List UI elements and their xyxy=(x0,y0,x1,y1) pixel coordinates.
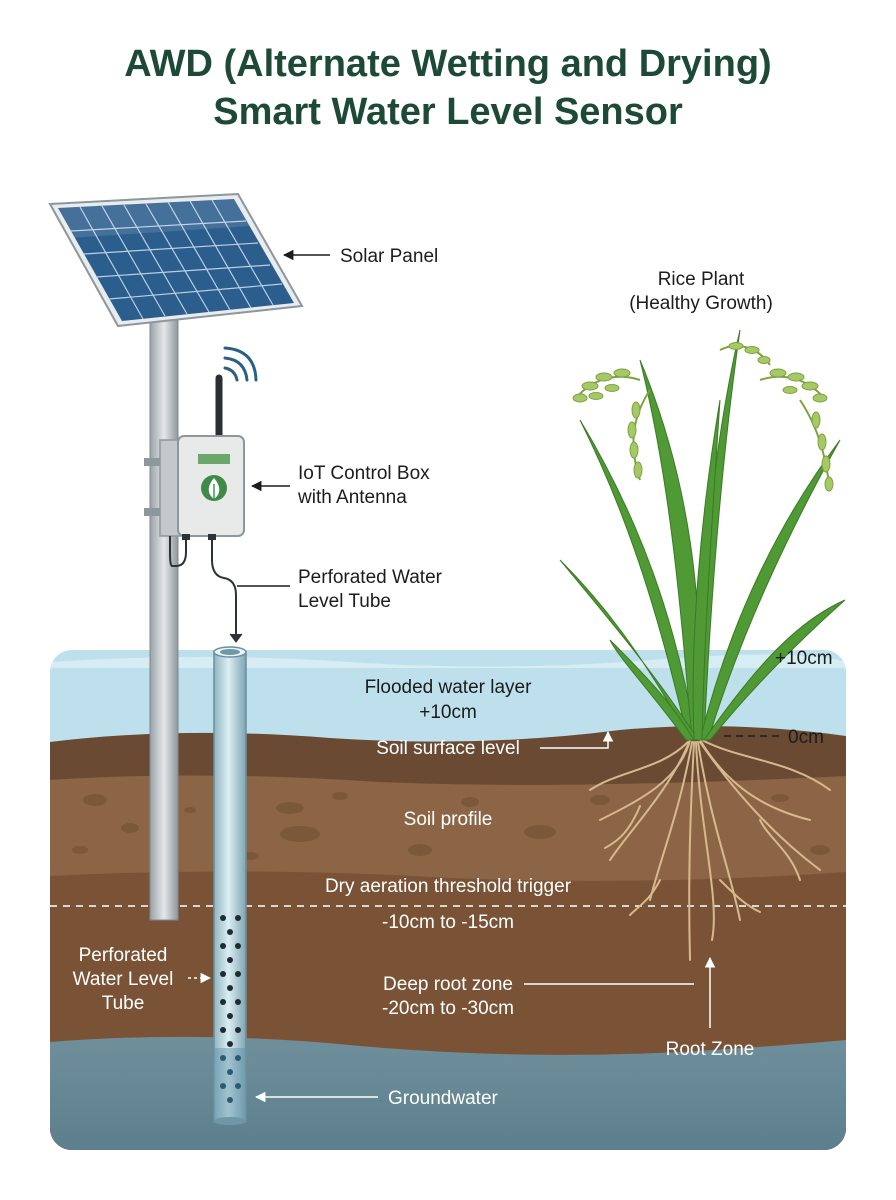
label-tube-left-line3: Tube xyxy=(102,993,145,1014)
ground-layers xyxy=(50,650,846,1150)
label-plus10-right: +10cm xyxy=(775,648,833,669)
perforation-hole xyxy=(235,915,241,921)
perforation-hole xyxy=(220,971,226,977)
wifi-signal-icon xyxy=(223,346,258,382)
label-dry-threshold: Dry aeration threshold trigger xyxy=(325,876,572,897)
perforation-hole xyxy=(220,1083,226,1089)
label-solar-panel: Solar Panel xyxy=(340,246,438,267)
water-surface-highlight xyxy=(50,654,846,668)
perforation-hole xyxy=(235,1055,241,1061)
groundwater-layer xyxy=(50,1036,846,1150)
perforation-hole xyxy=(235,971,241,977)
perforation-hole xyxy=(220,1055,226,1061)
label-flooded-line2: +10cm xyxy=(419,702,477,723)
soil-pebbles xyxy=(72,792,830,860)
perforation-hole xyxy=(235,999,241,1005)
perforation-hole xyxy=(220,915,226,921)
label-tube-top-line1: Perforated Water xyxy=(298,567,443,588)
tube-perforations xyxy=(220,915,241,1103)
label-rice-plant-line2: (Healthy Growth) xyxy=(629,293,773,314)
label-groundwater: Groundwater xyxy=(388,1088,499,1109)
label-iot-box-line1: IoT Control Box xyxy=(298,463,430,484)
mounting-pole xyxy=(149,309,179,921)
perforation-hole xyxy=(227,1097,233,1103)
perforation-hole xyxy=(227,1041,233,1047)
title-line-2: Smart Water Level Sensor xyxy=(213,91,683,133)
label-root-zone: Root Zone xyxy=(666,1039,755,1060)
label-soil-surface: Soil surface level xyxy=(376,738,520,759)
label-flooded-line1: Flooded water layer xyxy=(365,677,533,698)
label-tube-left-line2: Water Level xyxy=(73,969,174,990)
label-deep-root-line1: Deep root zone xyxy=(383,974,513,995)
perforation-hole xyxy=(235,1083,241,1089)
label-tube-left-line1: Perforated xyxy=(79,945,168,966)
label-zero-cm: 0cm xyxy=(788,727,824,748)
label-rice-plant-line1: Rice Plant xyxy=(658,269,745,290)
rice-leaves xyxy=(559,329,846,741)
rice-roots xyxy=(589,739,831,961)
perforation-hole xyxy=(235,943,241,949)
solar-panel xyxy=(48,192,304,328)
label-soil-profile: Soil profile xyxy=(404,809,493,830)
label-dry-range: -10cm to -15cm xyxy=(382,912,514,933)
iot-control-box xyxy=(144,346,258,643)
page-title: AWD (Alternate Wetting and Drying) Smart… xyxy=(0,40,896,136)
perforation-hole xyxy=(220,1027,226,1033)
perforation-hole xyxy=(220,943,226,949)
perforation-hole xyxy=(227,1013,233,1019)
perforation-hole xyxy=(227,1069,233,1075)
rice-grain-panicles xyxy=(572,342,834,492)
perforation-hole xyxy=(235,1027,241,1033)
label-iot-box-line2: with Antenna xyxy=(297,487,407,508)
perforated-water-level-tube xyxy=(213,646,247,1125)
status-display xyxy=(198,454,230,464)
perforation-hole xyxy=(227,985,233,991)
perforation-hole xyxy=(220,999,226,1005)
label-tube-top-line2: Level Tube xyxy=(298,591,391,612)
label-deep-root-line2: -20cm to -30cm xyxy=(382,998,514,1019)
rice-plant xyxy=(559,329,846,741)
perforation-hole xyxy=(227,929,233,935)
title-line-1: AWD (Alternate Wetting and Drying) xyxy=(124,43,772,85)
annotations: Solar Panel IoT Control Box with Antenna… xyxy=(73,246,833,1109)
perforation-hole xyxy=(227,957,233,963)
